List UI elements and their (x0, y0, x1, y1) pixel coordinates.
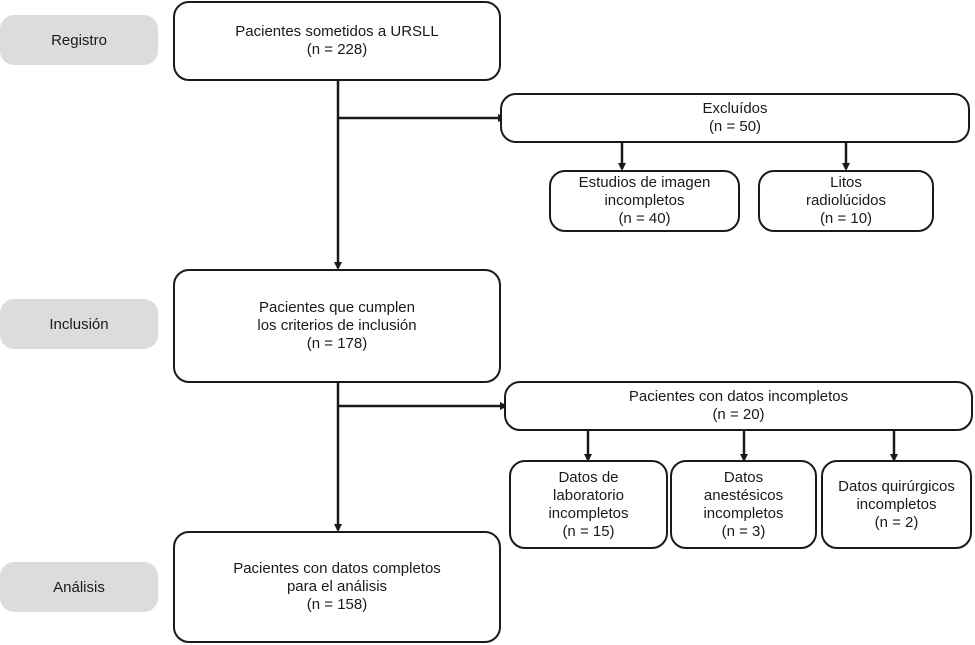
box-registered-patients: Pacientes sometidos a URSLL (n = 228) (173, 1, 501, 81)
box-incomplete-imaging: Estudios de imagen incompletos (n = 40) (549, 170, 740, 232)
box-line: Pacientes sometidos a URSLL (235, 23, 439, 40)
box-line: (n = 20) (712, 406, 765, 423)
box-line: (n = 10) (819, 210, 873, 227)
box-line: incompletos (703, 504, 784, 522)
box-radiolucent-stones: Litos radiolúcidos (n = 10) (758, 170, 934, 232)
box-line: anestésicos (703, 486, 784, 504)
box-excluded: Excluídos (n = 50) (500, 93, 970, 143)
box-line: (n = 15) (562, 522, 615, 540)
box-line: incompletos (604, 192, 685, 209)
box-analysis: Pacientes con datos completos para el an… (173, 531, 501, 643)
stage-label-inclusion: Inclusión (0, 299, 158, 349)
box-line: Litos (830, 174, 862, 191)
box-line: Estudios de imagen (578, 174, 711, 191)
box-line: incompletos (548, 504, 629, 522)
box-line: Pacientes que cumplen (259, 299, 415, 316)
box-line: laboratorio (553, 486, 624, 504)
box-line: los criterios de inclusión (257, 317, 417, 334)
box-inclusion-criteria: Pacientes que cumplen los criterios de i… (173, 269, 501, 383)
box-line: (n = 40) (618, 210, 671, 227)
box-line: (n = 178) (306, 335, 368, 352)
box-line: Datos de (558, 468, 619, 486)
stage-label-registro: Registro (0, 15, 158, 65)
box-line: Pacientes con datos incompletos (628, 388, 849, 405)
box-lab-data: Datos de laboratorio incompletos (n = 15… (509, 460, 668, 549)
box-line: Excluídos (702, 100, 768, 117)
box-line: Pacientes con datos completos (233, 560, 441, 577)
box-incomplete-data: Pacientes con datos incompletos (n = 20) (504, 381, 973, 431)
stage-label-registro-text: Registro (51, 31, 107, 49)
box-line: (n = 50) (708, 118, 762, 135)
box-line: (n = 228) (306, 41, 368, 58)
stage-label-analisis: Análisis (0, 562, 158, 612)
box-anesthetic-data: Datos anestésicos incompletos (n = 3) (670, 460, 817, 549)
box-line: radiolúcidos (805, 192, 887, 209)
box-line: incompletos (856, 495, 937, 513)
box-line: (n = 158) (306, 596, 368, 613)
box-surgical-data: Datos quirúrgicos incompletos (n = 2) (821, 460, 972, 549)
box-line: para el análisis (286, 578, 388, 595)
box-line: Datos (723, 468, 764, 486)
box-line: (n = 2) (874, 513, 919, 531)
stage-label-analisis-text: Análisis (53, 578, 105, 596)
stage-label-inclusion-text: Inclusión (49, 315, 109, 333)
box-line: Datos quirúrgicos (838, 477, 955, 495)
box-line: (n = 3) (721, 522, 766, 540)
